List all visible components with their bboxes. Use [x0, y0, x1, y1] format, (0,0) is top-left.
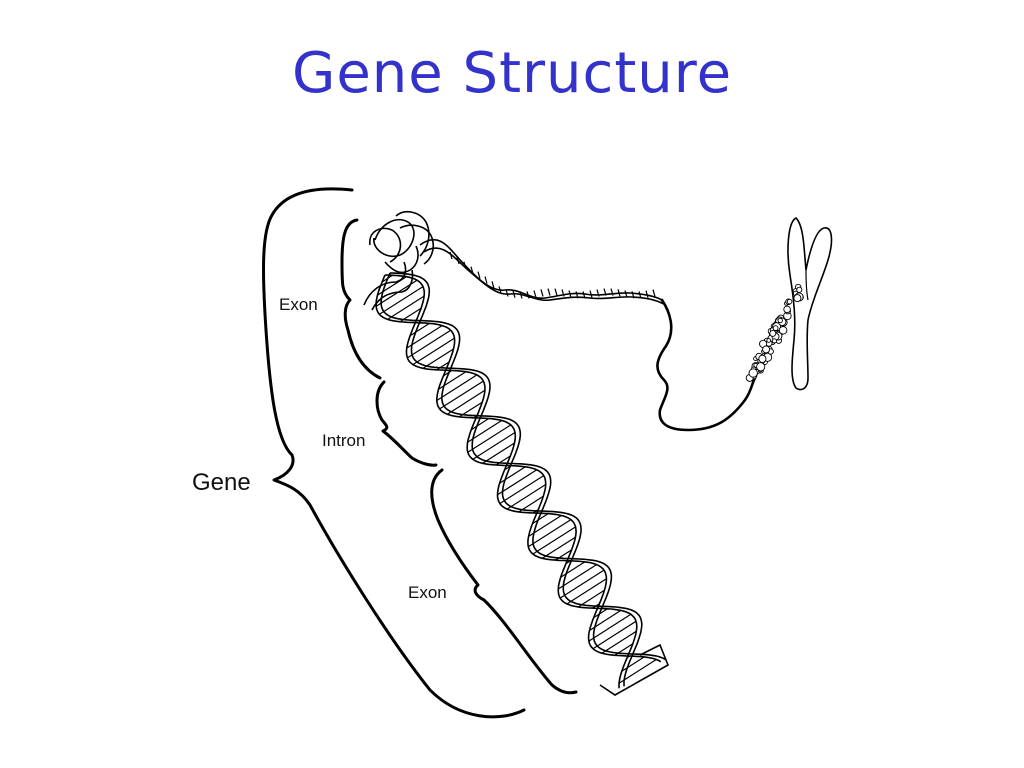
thin-rung — [575, 291, 579, 299]
thin-rung — [582, 291, 586, 299]
thin-rung — [589, 290, 593, 298]
dna-coil-icon — [363, 210, 435, 311]
base-pair-rung — [472, 431, 516, 460]
base-pair-rung — [379, 286, 424, 315]
chromosome-icon — [745, 217, 833, 391]
dna-thin-helix-icon — [419, 238, 665, 305]
thin-rung — [638, 291, 642, 299]
base-pair-rung — [499, 466, 526, 484]
chromatin-loop — [771, 338, 777, 344]
base-pair-rung — [560, 561, 586, 578]
gene-label: Gene — [192, 469, 251, 496]
chromatin-loop — [772, 325, 779, 331]
base-pair-rung — [592, 620, 637, 650]
intron-bracket — [375, 380, 438, 467]
thin-rung — [449, 251, 453, 260]
exon-bottom-label: Exon — [408, 583, 447, 602]
thin-rung — [505, 289, 509, 297]
thin-rung — [533, 290, 537, 298]
exon-top-label: Exon — [279, 295, 318, 314]
thin-rung — [645, 290, 649, 298]
base-pair-rung — [618, 658, 657, 684]
base-pair-rung — [621, 656, 645, 672]
chromatin-loop — [786, 298, 793, 305]
dna-helix-icon — [375, 272, 670, 696]
chromatin-loop — [769, 329, 777, 337]
thin-rung — [631, 291, 635, 299]
base-pair-rung — [443, 369, 453, 377]
base-pair-rung — [588, 613, 632, 642]
thin-rung — [540, 289, 544, 297]
base-pair-rung — [439, 380, 484, 410]
chromatin-loop — [766, 338, 772, 343]
thin-rung — [652, 289, 656, 297]
base-pair-rung — [499, 475, 545, 505]
slide-title: Gene Structure — [291, 41, 733, 106]
base-pair-rung — [482, 442, 515, 464]
thin-rung — [463, 261, 467, 269]
base-pair-rung — [566, 578, 607, 605]
chromatin-loop — [796, 286, 803, 293]
thin-rung — [568, 290, 572, 298]
thin-rung — [624, 290, 628, 298]
thin-rung — [484, 276, 488, 284]
chromatin-loop — [778, 326, 788, 335]
exon-bottom-bracket — [430, 468, 578, 695]
thin-rung — [519, 291, 523, 299]
chromatin-loop — [758, 354, 767, 363]
base-pair-rung — [557, 564, 597, 590]
base-pair-rung — [601, 630, 637, 654]
base-pair-rung — [436, 374, 478, 402]
thin-rung — [561, 289, 565, 297]
thin-rung — [491, 281, 495, 289]
chromatin-loop — [748, 368, 758, 378]
thin-rung — [526, 291, 530, 299]
base-pair-rung — [412, 337, 455, 366]
intron-label: Intron — [322, 431, 365, 450]
base-pair-rung — [532, 526, 576, 555]
base-pair-rung — [559, 569, 605, 599]
base-pair-rung — [387, 295, 425, 320]
chromatin-loop — [783, 305, 791, 314]
thin-rung — [547, 288, 551, 296]
thin-rung — [477, 271, 481, 279]
thin-rung — [512, 290, 516, 298]
thin-rung — [603, 288, 607, 296]
base-pair-rung — [436, 361, 450, 371]
base-pair-rung — [532, 513, 549, 525]
thin-rung — [456, 256, 460, 265]
thin-rung — [554, 288, 558, 296]
chromatin-loop — [756, 362, 766, 372]
thin-rung — [617, 289, 621, 297]
exon-top-bracket — [340, 218, 382, 380]
base-pair-rung — [506, 483, 547, 510]
chromatin-loop — [762, 345, 771, 354]
thin-rung — [470, 266, 474, 274]
thin-rung — [498, 286, 502, 294]
gene-bracket — [262, 187, 526, 719]
chromatin-loop — [793, 294, 802, 303]
base-pair-rung — [447, 389, 486, 415]
chromatin-loop — [777, 317, 783, 324]
base-pair-rung — [593, 608, 608, 619]
thin-rung — [610, 288, 614, 296]
base-pair-rung — [527, 519, 572, 548]
thin-rung — [596, 289, 600, 297]
base-pair-rung — [467, 424, 512, 453]
base-pair-rung — [470, 417, 490, 431]
base-pair-rung — [541, 536, 576, 559]
base-pair-rung — [422, 348, 454, 369]
base-pair-rung — [438, 371, 467, 390]
base-pair-rung — [409, 322, 430, 337]
base-pair-rung — [497, 469, 538, 496]
base-pair-rung — [407, 329, 452, 359]
dna-thread — [656, 298, 758, 432]
